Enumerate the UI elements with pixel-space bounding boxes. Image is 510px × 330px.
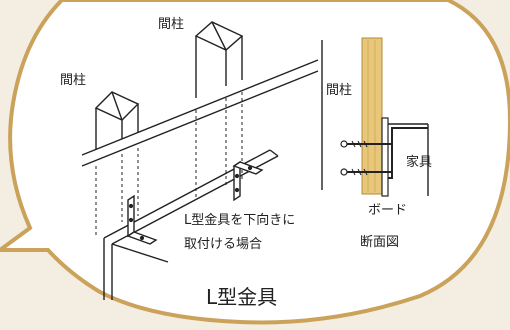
screw-upper xyxy=(340,140,392,148)
label-mounting-note-line2: 取付ける場合 xyxy=(184,237,262,252)
label-mounting-note-line1: L型金具を下向きに xyxy=(184,212,295,228)
diagram-title: L型金具 xyxy=(206,285,277,309)
l-bracket-section xyxy=(388,127,428,179)
stud-section-wood xyxy=(361,37,383,195)
board-section xyxy=(381,117,389,197)
label-stud-left: 間柱 xyxy=(60,73,86,88)
l-bracket-left xyxy=(126,194,158,245)
label-stud-section: 間柱 xyxy=(326,83,352,98)
label-section-view: 断面図 xyxy=(360,235,399,250)
label-furniture: 家具 xyxy=(406,154,432,170)
wall-perspective-drawing xyxy=(81,21,319,300)
section-drawing xyxy=(321,37,429,197)
l-bracket-right xyxy=(232,160,264,202)
stud-left-block xyxy=(94,91,140,150)
screw-lower xyxy=(340,168,392,176)
label-stud-center: 間柱 xyxy=(158,17,184,32)
stud-center-block xyxy=(194,21,244,98)
label-board: ボード xyxy=(368,203,407,218)
